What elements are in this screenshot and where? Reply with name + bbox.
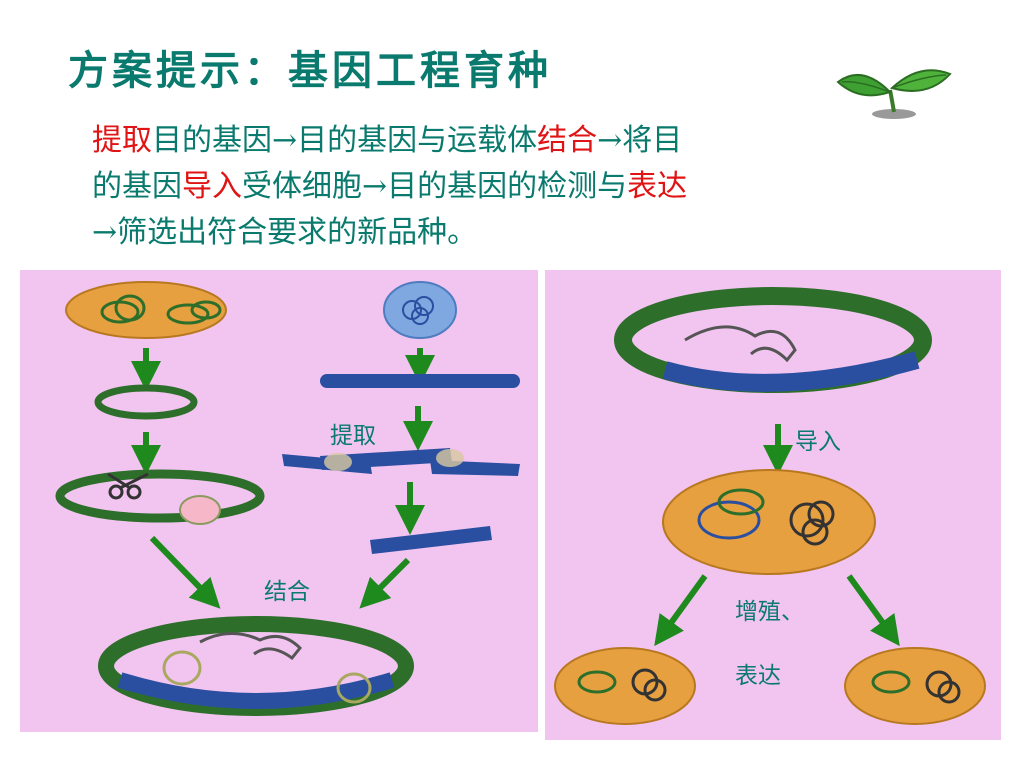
- intro-segment: 目的基因→目的基因与运载体: [152, 123, 538, 158]
- target-gene-fragment: [370, 526, 492, 554]
- highlight-keyword: 结合: [537, 123, 598, 158]
- intro-line-1: 提取目的基因→目的基因与运载体结合→将目: [92, 118, 892, 164]
- label-proliferate: 增殖、: [735, 599, 804, 625]
- highlight-keyword: 导入: [182, 169, 242, 204]
- intro-segment: 的基因: [92, 169, 182, 204]
- intro-line-2: 的基因导入受体细胞→目的基因的检测与表达: [92, 164, 892, 210]
- intro-segment: →将目: [597, 123, 683, 158]
- scissors-icon: [107, 472, 149, 500]
- bacterium-cell: [65, 281, 227, 339]
- host-cell: [662, 469, 876, 575]
- intro-text: 提取目的基因→目的基因与运载体结合→将目 的基因导入受体细胞→目的基因的检测与表…: [92, 118, 892, 256]
- highlight-keyword: 提取: [92, 123, 152, 158]
- label-extract: 提取: [330, 423, 376, 449]
- diagram-panel-left: 提取 结合: [20, 270, 538, 732]
- plasmid-small: [94, 384, 198, 420]
- diagram-panel-right: 导入 增殖、 表达: [545, 270, 1001, 740]
- recombinant-plasmid: [98, 616, 414, 716]
- label-combine: 结合: [264, 579, 310, 605]
- sprout-icon: [836, 69, 952, 119]
- highlight-keyword: 表达: [627, 169, 688, 204]
- label-express: 表达: [735, 663, 781, 689]
- label-introduce: 导入: [795, 429, 841, 455]
- recombinant-plasmid-top: [614, 287, 932, 393]
- daughter-cell-right: [844, 647, 986, 725]
- intro-segment: 受体细胞→目的基因的检测与: [242, 169, 628, 204]
- dna-cut-fragments: [282, 448, 520, 476]
- recombination-diagram: [55, 281, 520, 716]
- intro-segment: →筛选出符合要求的新品种。: [92, 215, 478, 250]
- plasmid-cut: [55, 469, 265, 525]
- slide-title: 方案提示：基因工程育种: [68, 47, 552, 94]
- daughter-cell-left: [554, 647, 696, 725]
- donor-cell: [383, 281, 457, 339]
- transformation-diagram: [554, 287, 986, 725]
- intro-line-3: →筛选出符合要求的新品种。: [92, 210, 892, 256]
- dna-strand: [320, 374, 520, 388]
